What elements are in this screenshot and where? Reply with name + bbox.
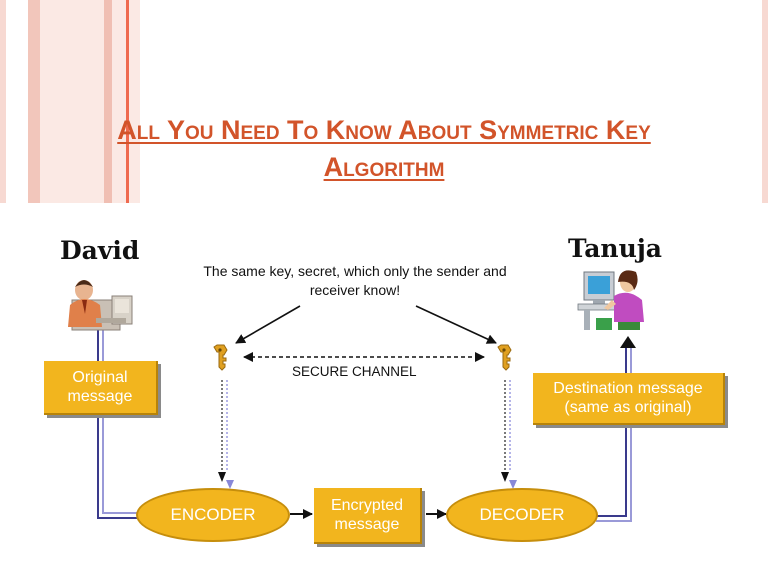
encoder-node: ENCODER [136,488,290,542]
original-message-box: Original message [44,361,158,415]
encrypted-message-box: Encrypted message [314,488,422,544]
sender-name: David [60,236,140,265]
slide-title-line-1: All You Need To Know About Symmetric Key [117,115,651,145]
caption-to-receiver-key-arrow [415,305,497,344]
sender-person-illustration [68,280,133,331]
decoder-label: DECODER [479,505,565,524]
caption-to-sender-key-arrow [235,305,301,344]
shared-key-caption: The same key, secret, which only the sen… [203,263,507,298]
receiver-person-illustration [577,270,644,330]
sender-connector [97,330,150,519]
sender-key-icon [213,344,228,371]
sender-key-arrowhead [218,472,226,482]
encrypted-message-text: Encrypted message [330,497,404,533]
decorative-stripes [0,0,150,203]
receiver-name: Tanuja [568,234,663,263]
slide-header [0,0,768,203]
destination-message-box: Destination message (same as original) [533,373,725,425]
destination-message-text: Destination message (same as original) [553,380,703,416]
receiver-connector [596,336,636,522]
slide-title: All You Need To Know About Symmetric Key… [30,112,738,186]
original-message-text: Original message [67,369,133,405]
decorative-edge-stripe [762,0,768,203]
receiver-key-arrowhead [501,472,509,482]
decoder-node: DECODER [446,488,598,542]
receiver-key-icon [497,344,512,371]
slide-title-line-2: Algorithm [323,152,445,182]
encoder-label: ENCODER [170,505,256,524]
secure-channel-label: SECURE CHANNEL [292,364,417,379]
